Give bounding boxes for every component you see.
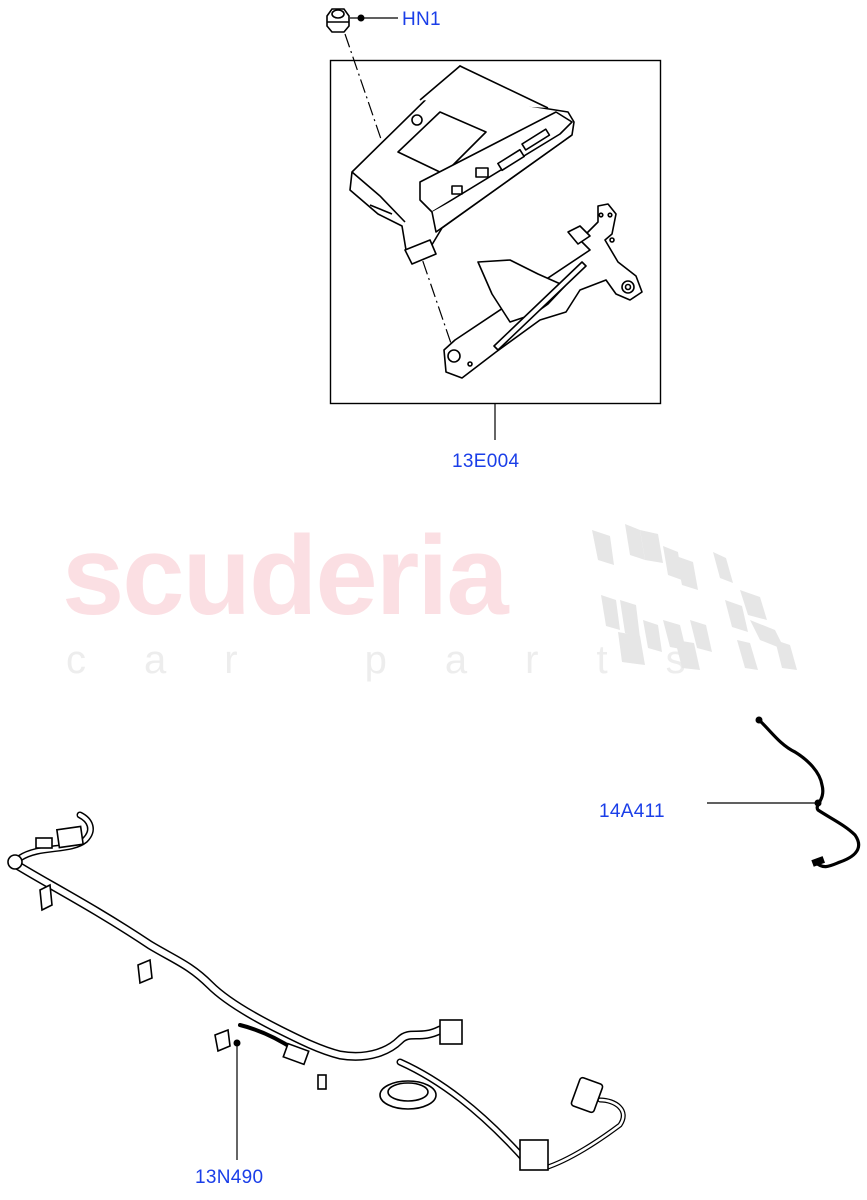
watermark-flag-icon — [592, 524, 797, 670]
callout-hn1[interactable]: HN1 — [402, 9, 441, 30]
harness-13n490-connectors — [7, 825, 604, 1171]
watermark-tagline: car parts — [66, 638, 744, 682]
callout-13n490[interactable]: 13N490 — [195, 1167, 264, 1188]
callout-14a411[interactable]: 14A411 — [599, 801, 665, 822]
callout-13e004[interactable]: 13E004 — [452, 451, 520, 472]
harness-13n490-drawing — [7, 811, 626, 1171]
module-kit-frame — [329, 59, 662, 405]
control-module-drawing — [349, 65, 575, 265]
harness-14a411-drawing — [755, 716, 861, 869]
mounting-bracket-drawing — [443, 203, 643, 379]
watermark-logo-text: scuderia — [62, 513, 509, 638]
nut-hn1-drawing — [326, 8, 350, 33]
